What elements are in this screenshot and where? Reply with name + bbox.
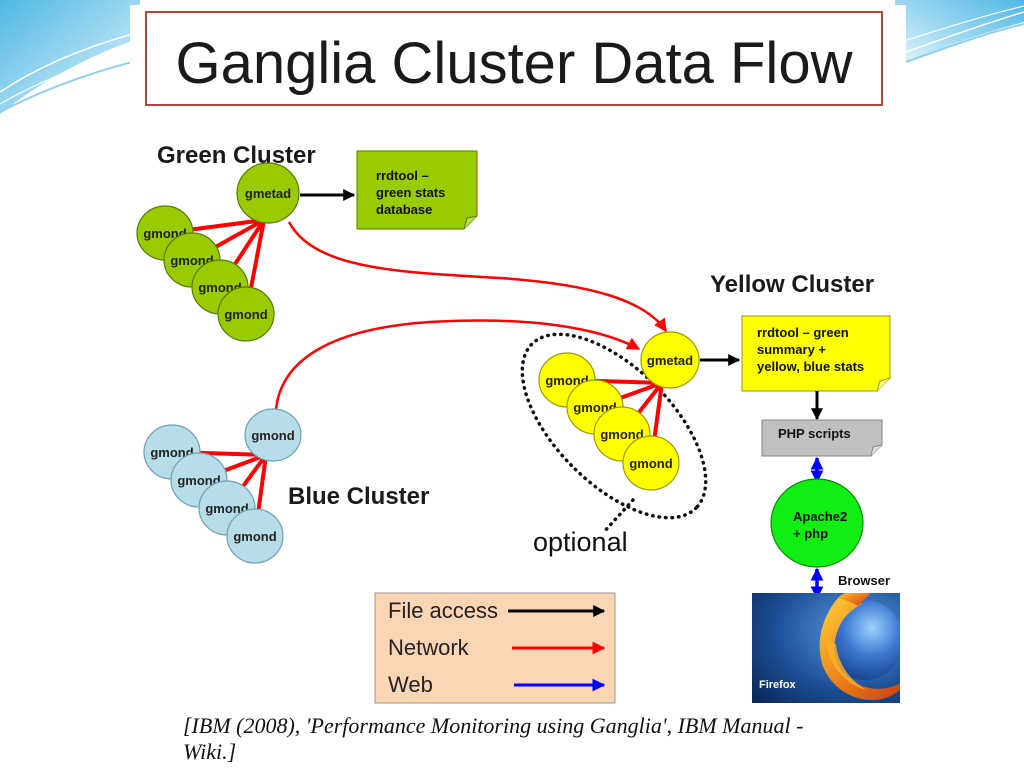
green-cluster-label: Green Cluster bbox=[157, 142, 316, 169]
php-scripts-label: PHP scripts bbox=[778, 426, 851, 441]
optional-pointer bbox=[601, 498, 635, 535]
blue-cluster-label: Blue Cluster bbox=[288, 483, 429, 510]
legend: File access Network Web bbox=[374, 592, 616, 704]
firefox-logo-text: Firefox bbox=[759, 679, 797, 691]
legend-label: Web bbox=[388, 672, 433, 697]
gmond-label: gmond bbox=[629, 456, 672, 471]
legend-item-web: Web bbox=[388, 672, 606, 697]
gmond-label: gmond bbox=[205, 501, 248, 516]
optional-label: optional bbox=[533, 527, 628, 557]
gmond-label: gmond bbox=[170, 253, 213, 268]
swoosh-top-right bbox=[894, 0, 1024, 67]
green-gmetad-node: gmetad bbox=[236, 162, 300, 224]
title-box: Ganglia Cluster Data Flow bbox=[145, 11, 883, 106]
gmond-label: gmond bbox=[224, 307, 267, 322]
legend-item-network: Network bbox=[388, 635, 606, 660]
browser-label: Browser bbox=[838, 573, 890, 588]
apache-php-node: Apache2 + php bbox=[770, 478, 864, 568]
gmond-label: gmond bbox=[251, 428, 294, 443]
note-text: rrdtool – green stats database bbox=[376, 168, 449, 217]
gmetad-label: gmetad bbox=[245, 186, 291, 201]
gmond-label: gmond bbox=[233, 529, 276, 544]
apache-label: Apache2 + php bbox=[793, 509, 851, 541]
yellow-cluster-label: Yellow Cluster bbox=[710, 271, 874, 298]
source-caption: [IBM (2008), 'Performance Monitoring usi… bbox=[183, 713, 809, 764]
yellow-gmond-node: gmond bbox=[622, 435, 680, 491]
php-scripts-note: PHP scripts bbox=[761, 419, 883, 457]
green-gmond-node: gmond bbox=[217, 286, 275, 342]
firefox-logo: Firefox bbox=[752, 593, 900, 703]
blue-gmond-node: gmond bbox=[226, 508, 284, 564]
gmetad-label: gmetad bbox=[647, 353, 693, 368]
green-to-yellow-network-arrow bbox=[287, 221, 668, 333]
gmond-label: gmond bbox=[545, 373, 588, 388]
page-title: Ganglia Cluster Data Flow bbox=[176, 31, 854, 96]
legend-item-file-access: File access bbox=[388, 598, 606, 623]
legend-label: Network bbox=[388, 635, 470, 660]
note-text: rrdtool – green summary + yellow, blue s… bbox=[757, 325, 864, 374]
gmond-label: gmond bbox=[600, 427, 643, 442]
green-stats-database-note: rrdtool – green stats database bbox=[356, 150, 478, 230]
blue-gmond-node: gmond bbox=[244, 408, 302, 462]
legend-label: File access bbox=[388, 598, 498, 623]
blue-to-yellow-network-arrow bbox=[274, 319, 641, 410]
swoosh-top-left bbox=[0, 0, 141, 114]
yellow-gmetad-node: gmetad bbox=[640, 331, 700, 389]
gmond-label: gmond bbox=[177, 473, 220, 488]
summary-stats-database-note: rrdtool – green summary + yellow, blue s… bbox=[741, 315, 891, 392]
gmond-label: gmond bbox=[150, 445, 193, 460]
